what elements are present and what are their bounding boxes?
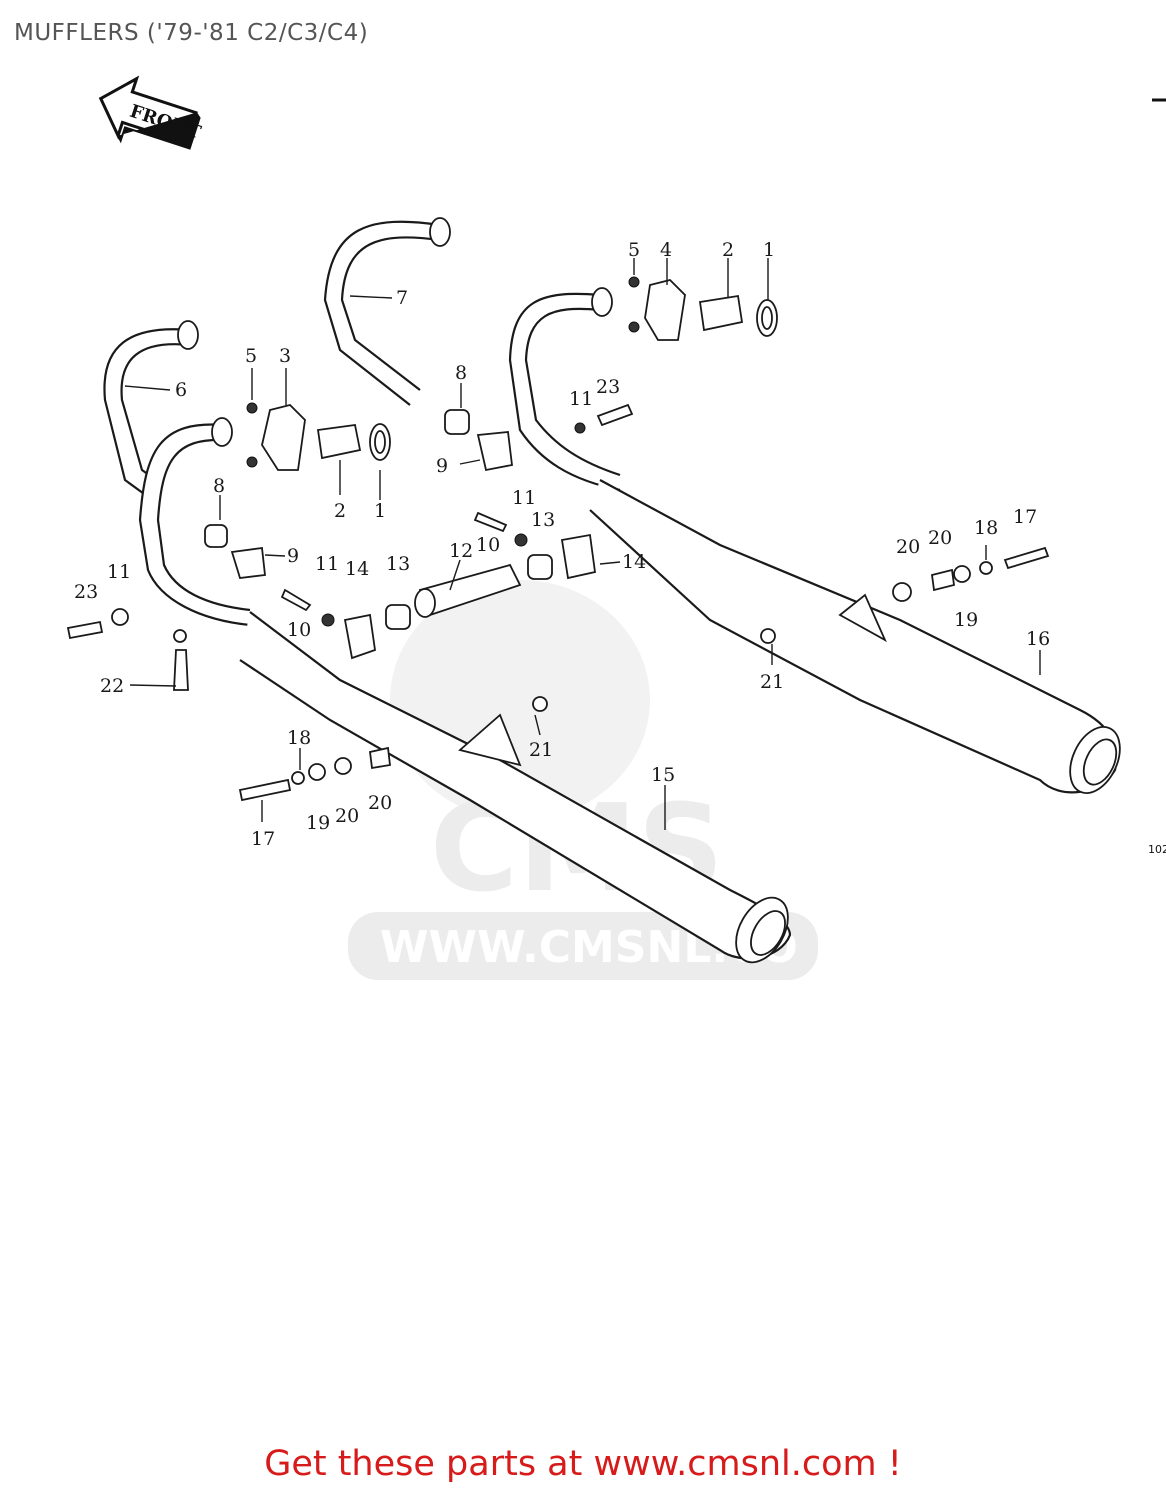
exhaust-pipe-right-rear [508,287,621,492]
callout-18: 18 [287,727,311,749]
callout-9: 9 [287,545,299,567]
nut-5 [246,402,258,414]
callout-2: 2 [722,239,734,261]
figure-code: 102 [1148,843,1166,856]
small-parts [66,276,1050,802]
callout-18: 18 [974,517,998,539]
callout-20: 20 [335,805,359,827]
callout-4: 4 [660,239,672,261]
callout-19: 19 [954,609,978,631]
bolt-10 [280,588,312,612]
callout-16: 16 [1026,628,1050,650]
callout-2: 2 [334,500,346,522]
callout-17: 17 [251,828,275,850]
bolt-17 [238,778,292,802]
muffler-left-15 [239,611,792,964]
collar-13 [385,604,411,630]
exhaust-pipe-right-7 [323,217,451,406]
callout-23: 23 [596,376,620,398]
callout-13: 13 [531,509,555,531]
callout-20: 20 [368,792,392,814]
callouts: 1 1 2 2 3 4 5 5 6 7 8 8 9 9 10 10 11 11 … [74,239,1050,850]
callout-15: 15 [651,764,675,786]
exhaust-pipe-left-front [138,417,251,627]
callout-10: 10 [476,534,500,556]
callout-11: 11 [107,561,131,583]
callout-3: 3 [279,345,291,367]
holder-4 [644,279,686,341]
washer-19 [308,763,326,781]
clamp-14 [343,613,376,660]
callout-11: 11 [569,388,593,410]
leader-lines [124,258,1041,830]
collar-2 [316,423,362,460]
collar-8 [204,524,228,548]
muffler-right-16 [589,479,1121,794]
callout-8: 8 [455,362,467,384]
nut-11 [321,613,335,627]
callout-5: 5 [628,239,640,261]
callout-10: 10 [287,619,311,641]
front-arrow-icon: FRONT [98,75,204,150]
callout-1: 1 [374,500,386,522]
callout-21: 21 [529,739,553,761]
page-title: MUFFLERS ('79-'81 C2/C3/C4) [14,20,369,46]
callout-5: 5 [245,345,257,367]
callout-17: 17 [1013,506,1037,528]
nut-21 [532,696,548,712]
callout-23: 23 [74,581,98,603]
callout-9: 9 [436,455,448,477]
callout-14: 14 [622,551,646,573]
callout-1: 1 [763,239,775,261]
callout-13: 13 [386,553,410,575]
callout-11: 11 [315,553,339,575]
callout-19: 19 [306,812,330,834]
collar-2b [698,294,744,332]
clamp-9 [230,546,266,579]
callout-14: 14 [345,558,369,580]
damper-20 [334,757,352,775]
connector-pipe-12 [414,563,522,618]
callout-6: 6 [175,379,187,401]
holder-3 [261,404,306,471]
washer-18 [291,771,305,785]
callout-8: 8 [213,475,225,497]
callout-12: 12 [449,540,473,562]
callout-21: 21 [760,671,784,693]
bolt-22 [173,649,189,691]
callout-11: 11 [512,487,536,509]
callout-20: 20 [928,527,952,549]
callout-7: 7 [396,287,408,309]
bolt-23 [66,620,104,640]
get-parts-link[interactable]: Get these parts at www.cmsnl.com ! [264,1444,902,1484]
callout-20: 20 [896,536,920,558]
callout-22: 22 [100,675,124,697]
